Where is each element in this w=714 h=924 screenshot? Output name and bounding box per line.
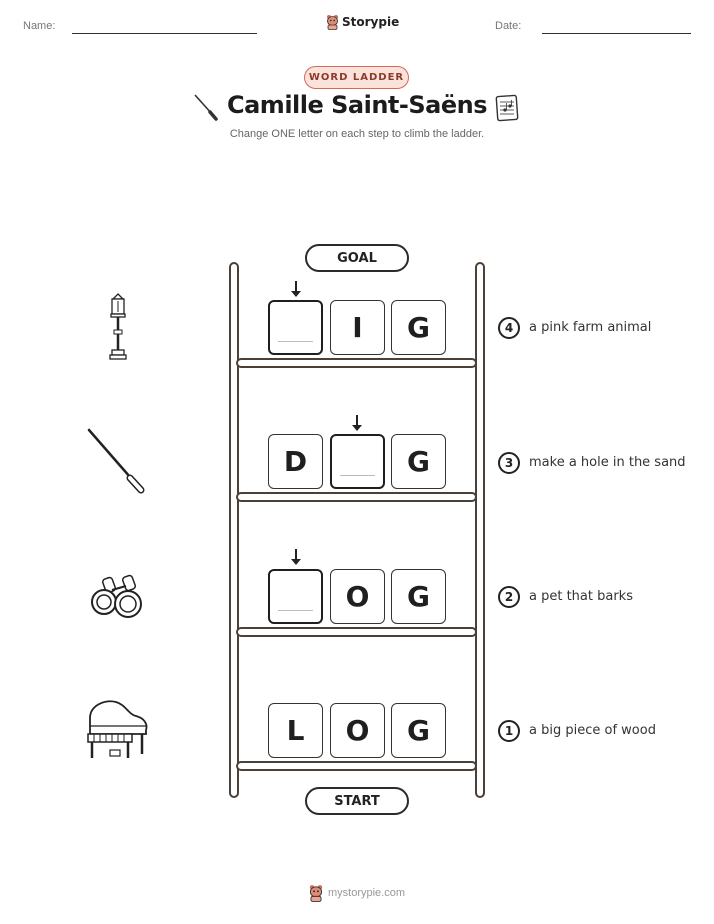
letter-tile: I [330,300,385,355]
letter-tile: G [391,300,446,355]
storypie-bear-icon [327,15,338,30]
sheet-music-icon [495,94,519,122]
ladder-rung [236,627,477,637]
down-arrow-icon [352,415,362,431]
clue-number: 4 [498,317,520,339]
name-label: Name: [23,20,56,32]
storypie-bear-icon [309,885,323,902]
letter-tile: O [330,569,385,624]
letter-input-blank[interactable] [268,300,323,355]
brand-name: Storypie [342,15,400,29]
letter-tile: L [268,703,323,758]
date-line[interactable] [542,33,691,34]
ladder-rung [236,358,477,368]
grand-piano-icon [87,700,148,758]
letter-tile: D [268,434,323,489]
date-label: Date: [495,20,522,32]
clue-text: a pink farm animal [529,320,652,335]
conductor-baton-icon [87,428,145,494]
start-label: START [305,787,409,815]
letter-tile: O [330,703,385,758]
letter-tile: G [391,569,446,624]
instructions: Change ONE letter on each step to climb … [229,128,485,140]
down-arrow-icon [291,281,301,297]
clue-number: 2 [498,586,520,608]
ladder-rung [236,492,477,502]
brand-logo: Storypie [326,14,399,30]
word-ladder-badge: WORD LADDER [304,66,409,89]
footer: mystorypie.com [308,884,405,902]
goal-label: GOAL [305,244,409,272]
street-lamp-icon [109,293,127,360]
page-title: Camille Saint-Saëns [227,91,487,119]
letter-input-blank[interactable] [330,434,385,489]
clue-text: a big piece of wood [529,723,656,738]
letter-tile: G [391,434,446,489]
letter-input-blank[interactable] [268,569,323,624]
ladder-right-rail [475,262,485,798]
clue-number: 1 [498,720,520,742]
ladder-rung [236,761,477,771]
binoculars-icon [91,574,142,618]
ladder-left-rail [229,262,239,798]
clue-text: a pet that barks [529,589,633,604]
letter-tile: G [391,703,446,758]
footer-url: mystorypie.com [328,887,406,899]
down-arrow-icon [291,549,301,565]
clue-number: 3 [498,452,520,474]
clue-text: make a hole in the sand [529,455,686,470]
baton-icon [194,94,218,121]
name-line[interactable] [72,33,257,34]
